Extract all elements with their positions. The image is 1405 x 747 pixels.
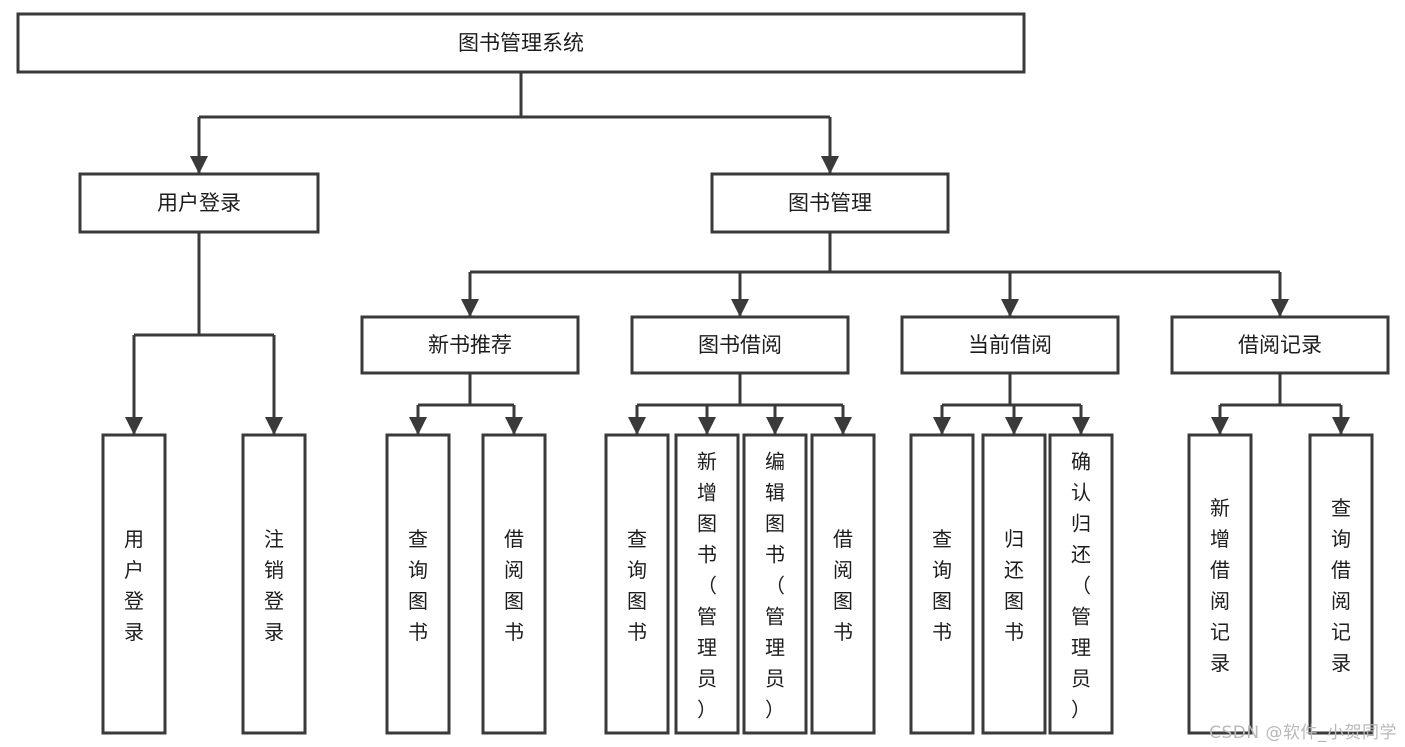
arrow-head-icon bbox=[1211, 417, 1229, 435]
node-label-current-borrow: 当前借阅 bbox=[968, 333, 1052, 357]
nodes: 图书管理系统用户登录图书管理新书推荐图书借阅当前借阅借阅记录用户登录注销登录查询… bbox=[16, 12, 1390, 735]
node-box-leaf-query-book-3[interactable] bbox=[909, 433, 975, 735]
arrow-head-icon bbox=[461, 299, 479, 317]
node-borrow-record[interactable]: 借阅记录 bbox=[1170, 315, 1390, 375]
node-label-user-login: 用户登录 bbox=[157, 191, 241, 215]
node-box-book-borrow[interactable] bbox=[630, 315, 850, 375]
node-box-leaf-add-record[interactable] bbox=[1187, 433, 1253, 735]
arrow-head-icon bbox=[628, 417, 646, 435]
arrow-head-icon bbox=[731, 299, 749, 317]
node-box-leaf-user-login[interactable] bbox=[101, 433, 167, 735]
node-box-borrow-record[interactable] bbox=[1170, 315, 1390, 375]
node-leaf-query-book-2[interactable]: 查询图书 bbox=[604, 433, 670, 735]
arrow-head-icon bbox=[1005, 417, 1023, 435]
node-leaf-query-book-3[interactable]: 查询图书 bbox=[909, 433, 975, 735]
node-label-leaf-query-record: 查询借阅记录 bbox=[1331, 496, 1351, 675]
arrow-head-icon bbox=[1001, 299, 1019, 317]
node-box-leaf-logout[interactable] bbox=[241, 433, 307, 735]
arrow-head-icon bbox=[1332, 417, 1350, 435]
node-label-borrow-record: 借阅记录 bbox=[1238, 333, 1322, 357]
arrow-head-icon bbox=[190, 156, 208, 174]
arrow-head-icon bbox=[265, 417, 283, 435]
node-label-leaf-edit-book: 编辑图书（管理员） bbox=[765, 450, 785, 722]
connectors bbox=[125, 72, 1350, 435]
node-label-leaf-borrow-book-2: 借阅图书 bbox=[833, 527, 853, 644]
node-box-book-management[interactable] bbox=[710, 172, 950, 234]
node-label-leaf-add-book: 新增图书（管理员） bbox=[697, 450, 717, 722]
node-leaf-user-login[interactable]: 用户登录 bbox=[101, 433, 167, 735]
node-box-leaf-query-book-1[interactable] bbox=[385, 433, 451, 735]
node-box-root[interactable] bbox=[16, 12, 1026, 74]
arrow-head-icon bbox=[698, 417, 716, 435]
node-box-leaf-confirm-return[interactable] bbox=[1048, 433, 1114, 735]
arrow-head-icon bbox=[1072, 417, 1090, 435]
node-label-leaf-add-record: 新增借阅记录 bbox=[1210, 496, 1230, 675]
node-label-new-book-recommend: 新书推荐 bbox=[428, 333, 512, 357]
node-current-borrow[interactable]: 当前借阅 bbox=[900, 315, 1120, 375]
arrow-head-icon bbox=[125, 417, 143, 435]
arrow-head-icon bbox=[409, 417, 427, 435]
node-box-leaf-edit-book[interactable] bbox=[742, 433, 808, 735]
node-leaf-add-book[interactable]: 新增图书（管理员） bbox=[674, 433, 740, 735]
node-leaf-borrow-book-1[interactable]: 借阅图书 bbox=[481, 433, 547, 735]
node-box-leaf-borrow-book-2[interactable] bbox=[810, 433, 876, 735]
node-box-leaf-query-book-2[interactable] bbox=[604, 433, 670, 735]
arrow-head-icon bbox=[766, 417, 784, 435]
node-leaf-edit-book[interactable]: 编辑图书（管理员） bbox=[742, 433, 808, 735]
node-box-leaf-borrow-book-1[interactable] bbox=[481, 433, 547, 735]
node-label-leaf-query-book-1: 查询图书 bbox=[408, 527, 428, 644]
node-box-user-login[interactable] bbox=[78, 172, 320, 234]
node-user-login[interactable]: 用户登录 bbox=[78, 172, 320, 234]
csdn-watermark: CSDN @软件_小贺同学 bbox=[1209, 723, 1397, 743]
node-leaf-confirm-return[interactable]: 确认归还（管理员） bbox=[1048, 433, 1114, 735]
node-box-current-borrow[interactable] bbox=[900, 315, 1120, 375]
node-label-root: 图书管理系统 bbox=[458, 31, 584, 55]
node-label-leaf-query-book-2: 查询图书 bbox=[627, 527, 647, 644]
node-book-borrow[interactable]: 图书借阅 bbox=[630, 315, 850, 375]
node-label-leaf-query-book-3: 查询图书 bbox=[932, 527, 952, 644]
node-label-leaf-confirm-return: 确认归还（管理员） bbox=[1071, 450, 1091, 722]
node-book-management[interactable]: 图书管理 bbox=[710, 172, 950, 234]
node-label-leaf-logout: 注销登录 bbox=[264, 527, 284, 644]
node-label-leaf-return-book: 归还图书 bbox=[1004, 527, 1024, 644]
node-leaf-return-book[interactable]: 归还图书 bbox=[981, 433, 1047, 735]
node-box-new-book-recommend[interactable] bbox=[360, 315, 580, 375]
node-new-book-recommend[interactable]: 新书推荐 bbox=[360, 315, 580, 375]
node-leaf-add-record[interactable]: 新增借阅记录 bbox=[1187, 433, 1253, 735]
node-leaf-borrow-book-2[interactable]: 借阅图书 bbox=[810, 433, 876, 735]
arrow-head-icon bbox=[834, 417, 852, 435]
arrow-head-icon bbox=[1271, 299, 1289, 317]
node-box-leaf-query-record[interactable] bbox=[1308, 433, 1374, 735]
node-label-book-borrow: 图书借阅 bbox=[698, 333, 782, 357]
node-leaf-query-record[interactable]: 查询借阅记录 bbox=[1308, 433, 1374, 735]
arrow-head-icon bbox=[821, 156, 839, 174]
node-label-leaf-borrow-book-1: 借阅图书 bbox=[504, 527, 524, 644]
node-box-leaf-add-book[interactable] bbox=[674, 433, 740, 735]
arrow-head-icon bbox=[933, 417, 951, 435]
node-box-leaf-return-book[interactable] bbox=[981, 433, 1047, 735]
node-leaf-query-book-1[interactable]: 查询图书 bbox=[385, 433, 451, 735]
node-label-book-management: 图书管理 bbox=[788, 191, 872, 215]
node-root[interactable]: 图书管理系统 bbox=[16, 12, 1026, 74]
node-leaf-logout[interactable]: 注销登录 bbox=[241, 433, 307, 735]
arrow-head-icon bbox=[505, 417, 523, 435]
node-label-leaf-user-login: 用户登录 bbox=[124, 527, 144, 644]
